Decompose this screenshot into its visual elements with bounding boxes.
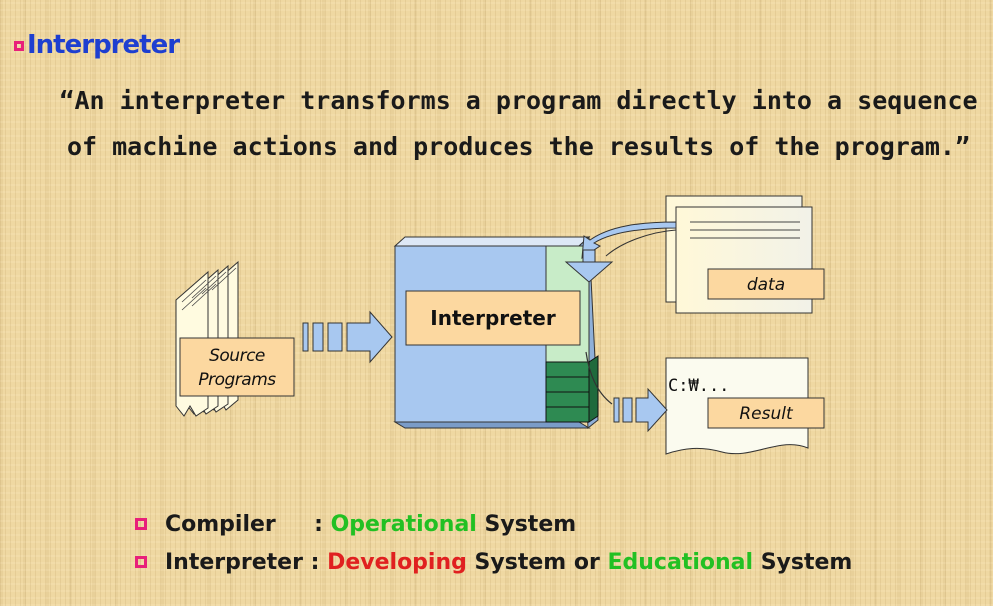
comparison-list: Compiler : Operational System Interprete…: [135, 505, 852, 581]
source-label-line-1: Source: [209, 346, 265, 366]
list-item: Interpreter : Developing System or Educa…: [135, 543, 852, 581]
data-input-arrow-icon: [564, 221, 677, 283]
output-arrow-icon: [613, 387, 668, 433]
bullet-highlight: Developing: [327, 549, 467, 575]
bullet-rest: System: [476, 511, 577, 537]
title-text: Interpreter: [27, 30, 180, 60]
title-bullet-icon: [14, 41, 24, 51]
bullet-separator: :: [302, 549, 328, 575]
interpreter-label-box: [405, 290, 581, 346]
output-curve-icon: [585, 351, 613, 405]
source-programs-label-box: [179, 337, 295, 397]
bullet-term: Interpreter: [165, 549, 303, 575]
list-item: Compiler : Operational System: [135, 505, 852, 543]
bullet-highlight: Operational: [330, 511, 477, 537]
bullet-icon: [135, 556, 147, 568]
data-label: data: [747, 275, 785, 295]
bullet-separator: :: [275, 511, 331, 537]
bullet-term: Compiler: [165, 511, 276, 537]
interpreter-machine: [393, 235, 599, 430]
memory-stack-icon: [545, 355, 599, 423]
source-label-line-2: Programs: [198, 370, 276, 390]
bullet-rest: System: [753, 549, 853, 575]
definition-quote-line-2: of machine actions and produces the resu…: [66, 132, 971, 161]
bullet-middle: System or: [466, 549, 608, 575]
definition-quote-line-1: “An interpreter transforms a program dir…: [59, 86, 978, 115]
result-label-box: [707, 397, 825, 429]
result-label: Result: [739, 404, 794, 424]
bullet-icon: [135, 518, 147, 530]
input-arrow-icon: [302, 310, 393, 364]
result-prompt-text: C:₩...: [668, 376, 729, 396]
slide-title: Interpreter: [14, 30, 180, 60]
bullet-highlight-2: Educational: [607, 549, 754, 575]
interpreter-label: Interpreter: [430, 306, 556, 330]
data-label-box: [707, 268, 825, 300]
